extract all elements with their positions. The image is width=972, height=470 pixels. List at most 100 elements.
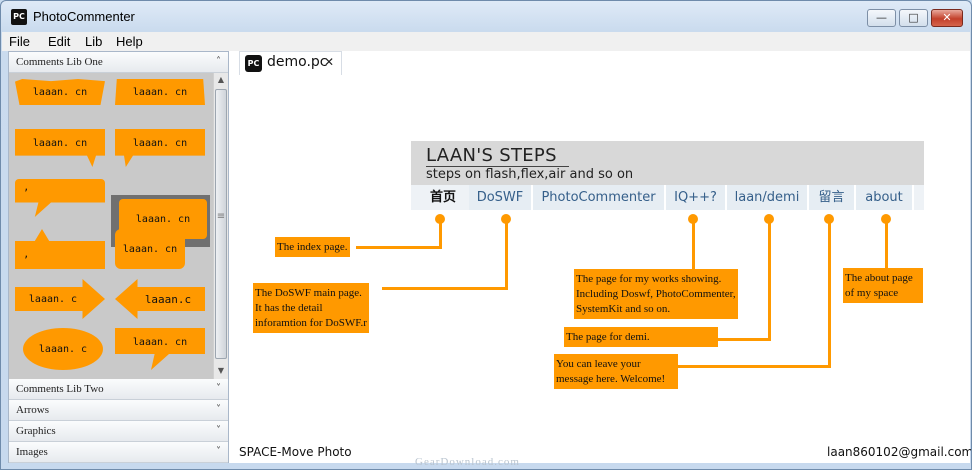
bubble-item[interactable]: laaan. c: [15, 279, 105, 319]
scroll-down-arrow-icon[interactable]: ▼: [217, 366, 225, 375]
connector-line: [678, 365, 831, 368]
bubble-item[interactable]: laaan. cn: [15, 129, 105, 167]
connector-line: [828, 219, 831, 368]
section-label: Images: [16, 446, 48, 458]
connector-line: [382, 287, 508, 290]
note-line: It has the detail: [255, 302, 323, 314]
connector-line: [692, 219, 695, 271]
bubble-text: laaan. cn: [132, 137, 188, 149]
library-scrollbar[interactable]: ▲ ≡ ▼: [213, 73, 228, 379]
maximize-button[interactable]: □: [899, 9, 928, 27]
nav-item-photocommenter: PhotoCommenter: [533, 185, 666, 210]
comments-library-sidebar: Comments Lib One ˄ laaan. cn laaan. cn l…: [8, 51, 229, 463]
bubble-item[interactable]: laaan. cn: [15, 79, 105, 105]
section-comments-lib-two[interactable]: Comments Lib Two ˅: [9, 379, 228, 400]
comment-note-about[interactable]: The about page of my space: [843, 268, 923, 303]
note-line: The page for my works showing.: [576, 273, 722, 285]
close-tab-icon[interactable]: ✕: [324, 55, 335, 69]
bubble-text: laaan. c: [28, 293, 78, 305]
bubble-text: laaan. cn: [135, 213, 191, 225]
note-line: The about page: [845, 272, 913, 284]
note-line: message here. Welcome!: [556, 373, 666, 385]
close-button[interactable]: ✕: [931, 9, 963, 27]
title-bar: PC PhotoCommenter — □ ✕: [1, 1, 971, 32]
section-label: Comments Lib Two: [16, 383, 104, 395]
section-label: Graphics: [16, 425, 56, 437]
section-arrows[interactable]: Arrows ˅: [9, 400, 228, 421]
bubble-text: laaan. cn: [132, 336, 188, 348]
note-line: The index page.: [277, 241, 348, 253]
note-line: of my space: [845, 287, 899, 299]
connector-line: [718, 338, 771, 341]
section-graphics[interactable]: Graphics ˅: [9, 421, 228, 442]
menu-lib[interactable]: Lib: [85, 34, 103, 49]
nav-item-home: 首页: [411, 185, 477, 210]
watermark: GearDownload.com: [415, 456, 520, 468]
nav-item-about: about: [856, 185, 914, 210]
comment-note-index[interactable]: The index page.: [275, 237, 350, 257]
connector-line: [768, 219, 771, 341]
bubble-library-panel: laaan. cn laaan. cn laaan. cn laaan. cn …: [9, 73, 228, 379]
bubble-item[interactable]: ʼ: [15, 179, 105, 217]
tab-label: demo.pc: [267, 54, 328, 70]
chevron-down-icon: ˅: [216, 404, 221, 415]
note-line: The page for demi.: [566, 331, 650, 343]
minimize-button[interactable]: —: [867, 9, 896, 27]
photo-site-nav: 首页 DoSWF PhotoCommenter IQ++? laan/demi …: [411, 185, 924, 210]
bubble-item[interactable]: laaan. cn: [115, 328, 205, 370]
section-label: Arrows: [16, 404, 49, 416]
site-subtitle: steps on flash,flex,air and so on: [426, 167, 634, 182]
bubble-text: laaan. cn: [32, 137, 88, 149]
nav-item-doswf: DoSWF: [469, 185, 533, 210]
menu-edit[interactable]: Edit: [48, 34, 71, 49]
chevron-down-icon: ˅: [216, 425, 221, 436]
note-line: inforamtion for DoSWF.r: [255, 317, 367, 329]
connector-line: [439, 219, 442, 249]
comment-note-demi[interactable]: The page for demi.: [564, 327, 718, 347]
chevron-down-icon: ˅: [216, 446, 221, 457]
note-line: You can leave your: [556, 358, 641, 370]
nav-item-guestbook: 留言: [809, 185, 856, 210]
connector-line: [885, 219, 888, 269]
bubble-item[interactable]: laaan.c: [115, 279, 205, 319]
section-label: Comments Lib One: [16, 56, 103, 68]
bubble-item[interactable]: laaan. cn: [115, 79, 205, 105]
site-title: LAAN'S STEPS: [426, 145, 569, 167]
photo-canvas[interactable]: LAAN'S STEPS steps on flash,flex,air and…: [230, 76, 968, 439]
note-line: SystemKit and so on.: [576, 303, 671, 315]
bubble-text: laaan. cn: [122, 243, 178, 255]
bubble-text: laaan.c: [144, 292, 192, 306]
comment-note-works[interactable]: The page for my works showing. Including…: [574, 269, 738, 319]
window-title: PhotoCommenter: [33, 9, 135, 24]
comment-note-doswf[interactable]: The DoSWF main page. It has the detail i…: [253, 283, 369, 333]
bubble-item[interactable]: laaan. cn: [115, 229, 185, 269]
section-images[interactable]: Images ˅: [9, 442, 228, 463]
scroll-up-arrow-icon[interactable]: ▲: [217, 75, 225, 84]
bubble-text: ʼ: [23, 254, 30, 266]
bubble-item[interactable]: laaan. c: [23, 328, 103, 370]
file-icon: PC: [245, 55, 262, 72]
bubble-item[interactable]: laaan. cn: [115, 129, 205, 167]
connector-line: [505, 219, 508, 290]
bubble-text: laaan. cn: [32, 86, 88, 98]
chevron-up-icon: ˄: [216, 56, 221, 67]
scrollbar-thumb[interactable]: ≡: [215, 89, 227, 359]
editor-area: PC demo.pc ✕ LAAN'S STEPS steps on flash…: [229, 51, 972, 463]
status-hint: SPACE-Move Photo: [239, 445, 352, 459]
section-comments-lib-one[interactable]: Comments Lib One ˄: [9, 52, 228, 73]
menu-file[interactable]: File: [9, 34, 30, 49]
menu-help[interactable]: Help: [116, 34, 143, 49]
app-icon: PC: [11, 9, 27, 25]
chevron-down-icon: ˅: [216, 383, 221, 394]
tab-demo-pc[interactable]: PC demo.pc ✕: [239, 51, 342, 75]
bubble-text: laaan. cn: [132, 86, 188, 98]
photo-site-header: LAAN'S STEPS steps on flash,flex,air and…: [411, 141, 924, 185]
bubble-item[interactable]: ʼ: [15, 229, 105, 269]
connector-line: [356, 246, 442, 249]
status-email: laan860102@gmail.com: [827, 445, 972, 459]
nav-item-iq: IQ++?: [666, 185, 727, 210]
comment-note-guestbook[interactable]: You can leave your message here. Welcome…: [554, 354, 678, 389]
note-line: The DoSWF main page.: [255, 287, 362, 299]
note-line: Including Doswf, PhotoCommenter,: [576, 288, 736, 300]
